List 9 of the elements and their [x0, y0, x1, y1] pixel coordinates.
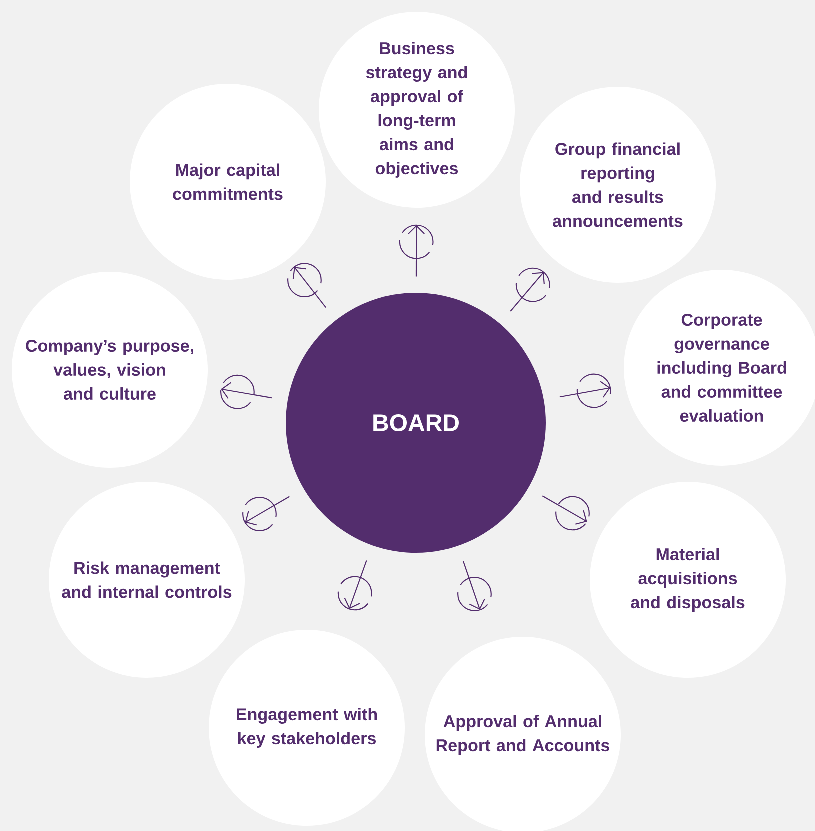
arrow: [458, 561, 492, 612]
arrow: [220, 374, 272, 410]
arrow: [288, 263, 326, 308]
arrow: [510, 268, 550, 312]
arrow: [399, 224, 434, 277]
arrow: [560, 374, 612, 408]
arrow: [542, 496, 590, 531]
arrow: [338, 560, 372, 611]
arrow: [242, 496, 290, 532]
